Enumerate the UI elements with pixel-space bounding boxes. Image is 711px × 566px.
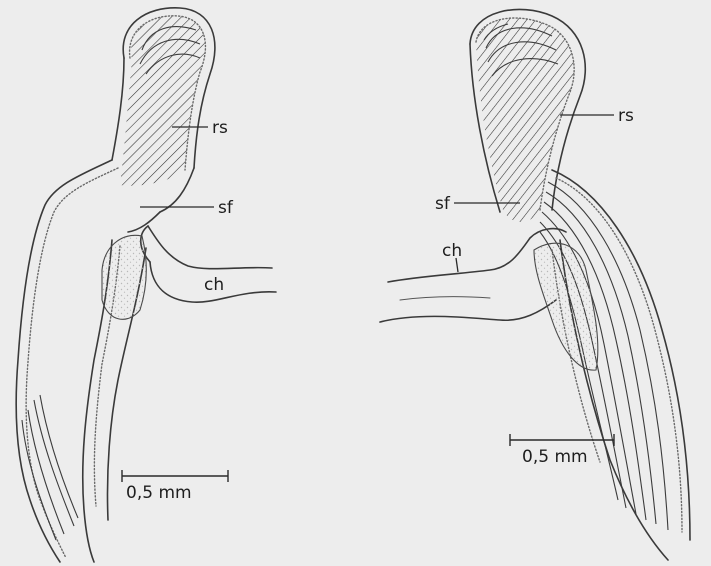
left-seminal-receptacle (110, 8, 220, 195)
right-stippled-tissue (534, 243, 598, 370)
right-muscle-fibers (540, 170, 690, 560)
right-seminal-receptacle (465, 9, 590, 240)
right-panel: rs sf ch 0,5 mm (380, 9, 690, 560)
label-rs-left: rs (212, 118, 228, 138)
label-ch-right: ch (442, 241, 462, 261)
label-sf-left: sf (218, 198, 234, 218)
label-rs-right: rs (618, 106, 634, 126)
scale-bar-left: 0,5 mm (122, 470, 228, 503)
scale-bar-left-label: 0,5 mm (126, 483, 192, 503)
left-panel: rs sf ch 0,5 mm (16, 8, 276, 562)
scale-bar-right: 0,5 mm (510, 434, 614, 467)
label-ch-left: ch (204, 275, 224, 295)
label-sf-right: sf (435, 194, 451, 214)
left-stippled-tissue (102, 235, 146, 319)
scale-bar-right-label: 0,5 mm (522, 447, 588, 467)
